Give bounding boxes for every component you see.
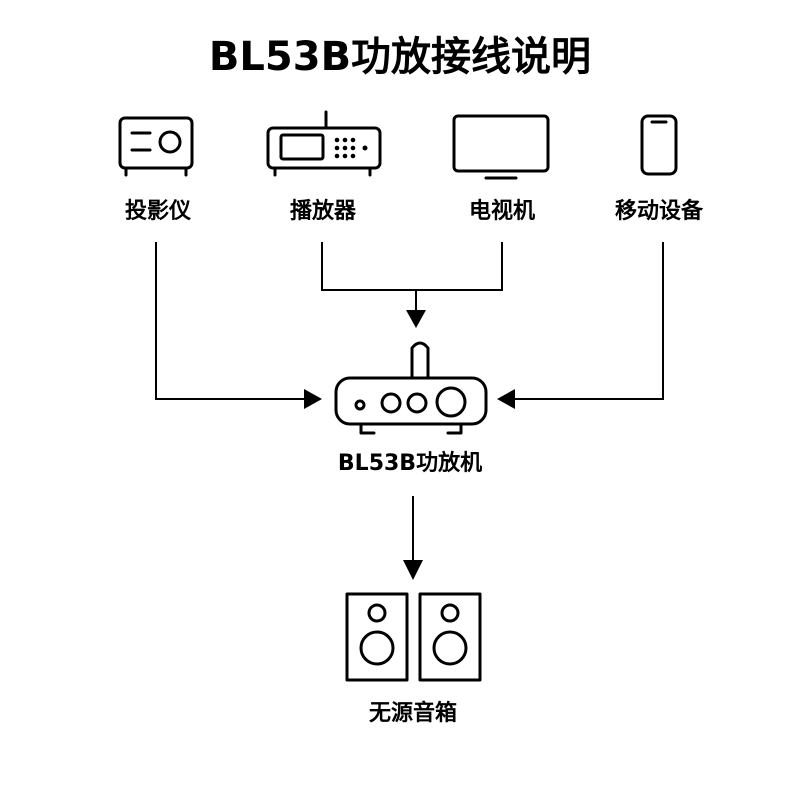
speakers-icon <box>345 592 482 682</box>
tv-icon <box>452 114 550 180</box>
tv-label: 电视机 <box>469 198 535 224</box>
mobile-arrow <box>497 389 515 409</box>
projector-icon <box>118 116 194 177</box>
mobile-connection-line <box>514 242 664 400</box>
mobile-label: 移动设备 <box>615 198 704 224</box>
player-tv-arrow <box>406 310 426 328</box>
player-label: 播放器 <box>290 198 357 224</box>
speakers-label: 无源音箱 <box>369 700 457 726</box>
amplifier-icon <box>334 341 488 435</box>
projector-connection-line <box>155 242 306 400</box>
player-icon <box>266 110 382 177</box>
player-tv-connection-line <box>321 242 503 291</box>
diagram-title: BL53B功放接线说明 <box>209 34 591 80</box>
projector-label: 投影仪 <box>125 199 192 224</box>
projector-arrow <box>304 389 322 409</box>
amplifier-output-arrow <box>403 560 423 580</box>
mobile-icon <box>640 114 678 176</box>
amplifier-label: BL53B功放机 <box>338 450 482 476</box>
